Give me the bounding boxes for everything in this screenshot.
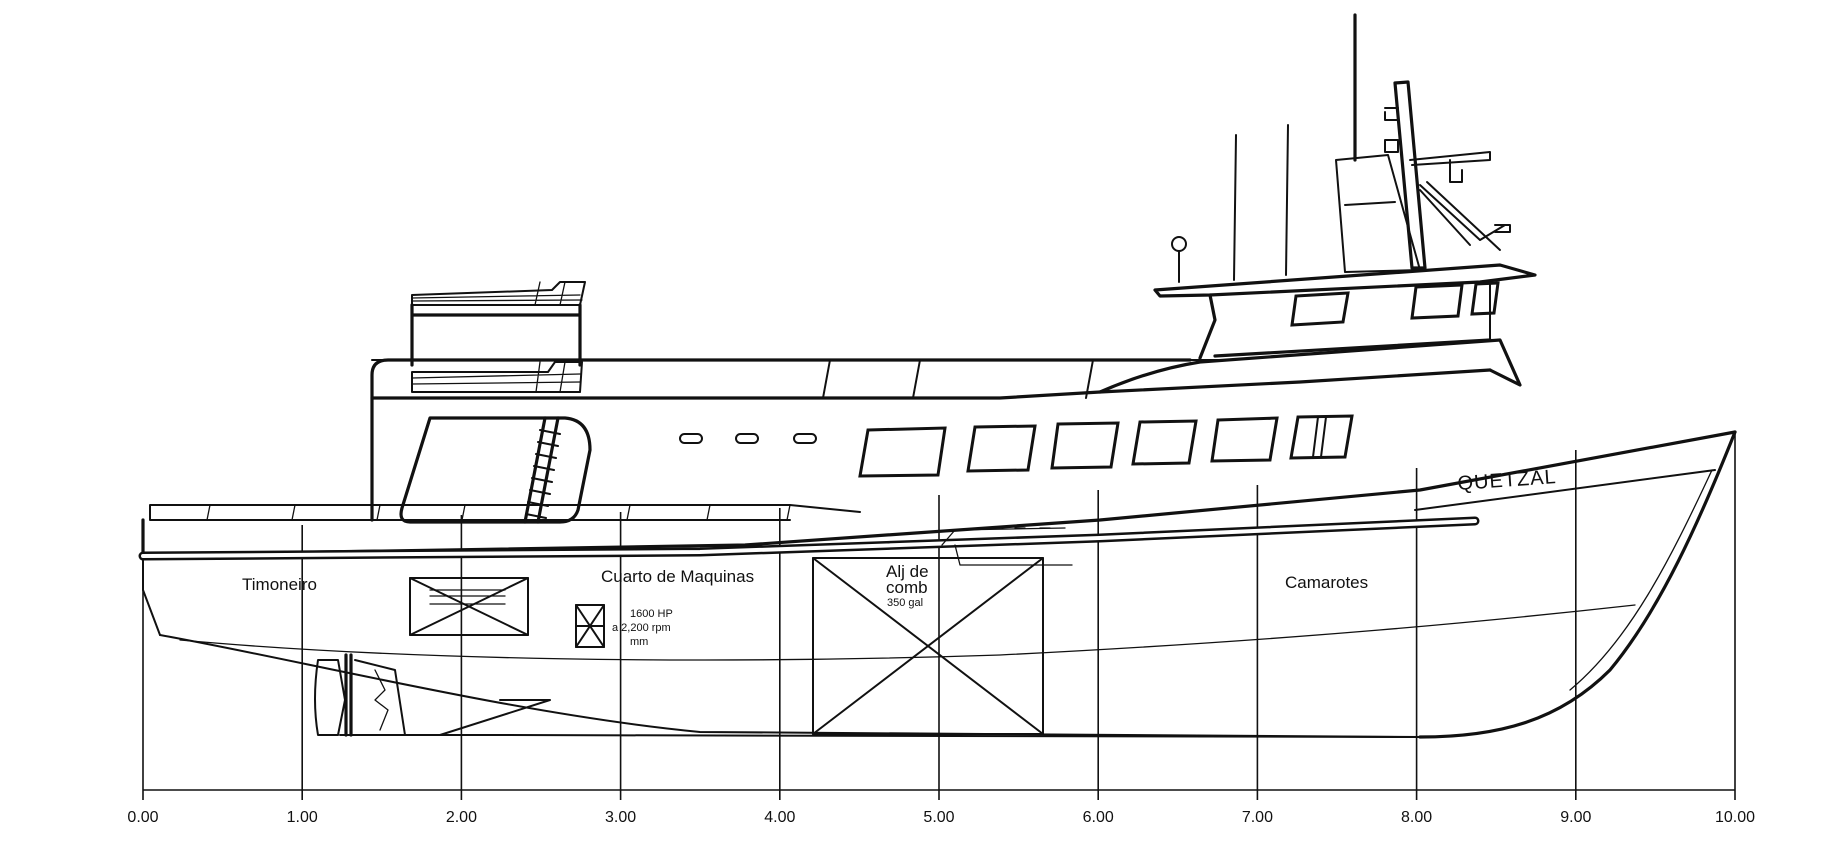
station-grid xyxy=(142,432,1736,800)
side-door xyxy=(399,416,592,524)
hull xyxy=(138,430,1737,739)
fuel-tank-symbol xyxy=(812,527,1073,735)
liferaft-lower xyxy=(411,361,583,393)
compartment-label-fuel-line2: comb xyxy=(886,578,928,597)
engine-spec-line2: a 2,200 rpm xyxy=(612,622,671,634)
station-tick-label: 0.00 xyxy=(127,809,158,826)
station-tick-label: 7.00 xyxy=(1242,809,1273,826)
compartment-label-timoneiro: Timoneiro xyxy=(242,575,317,594)
station-tick-label: 5.00 xyxy=(923,809,954,826)
station-tick-label: 4.00 xyxy=(764,809,795,826)
vessel-name: QUETZAL xyxy=(1457,466,1558,495)
station-tick-label: 2.00 xyxy=(446,809,477,826)
station-tick-label: 9.00 xyxy=(1560,809,1591,826)
station-tick-labels: 0.00 1.00 2.00 3.00 4.00 5.00 6.00 7.00 … xyxy=(127,809,1755,826)
cabin-windows xyxy=(858,281,1500,478)
deckhouse xyxy=(370,13,1537,522)
portholes xyxy=(679,433,817,444)
engine-symbol xyxy=(575,604,605,648)
engine-spec-line3: mm xyxy=(630,636,648,648)
compartment-label-engine-room: Cuarto de Maquinas xyxy=(601,567,754,586)
fuel-capacity: 350 gal xyxy=(887,597,923,609)
station-tick-label: 8.00 xyxy=(1401,809,1432,826)
station-tick-label: 10.00 xyxy=(1715,809,1755,826)
compartment-label-cabins: Camarotes xyxy=(1285,573,1368,592)
compartment-label-fuel-line1: Alj de xyxy=(886,562,929,581)
liferaft-upper xyxy=(410,281,586,367)
station-tick-label: 3.00 xyxy=(605,809,636,826)
station-tick-label: 6.00 xyxy=(1083,809,1114,826)
station-tick-label: 1.00 xyxy=(287,809,318,826)
rudder-propeller xyxy=(314,653,551,737)
aft-hatch-symbol xyxy=(409,577,529,636)
engine-spec-line1: 1600 HP xyxy=(630,608,673,620)
